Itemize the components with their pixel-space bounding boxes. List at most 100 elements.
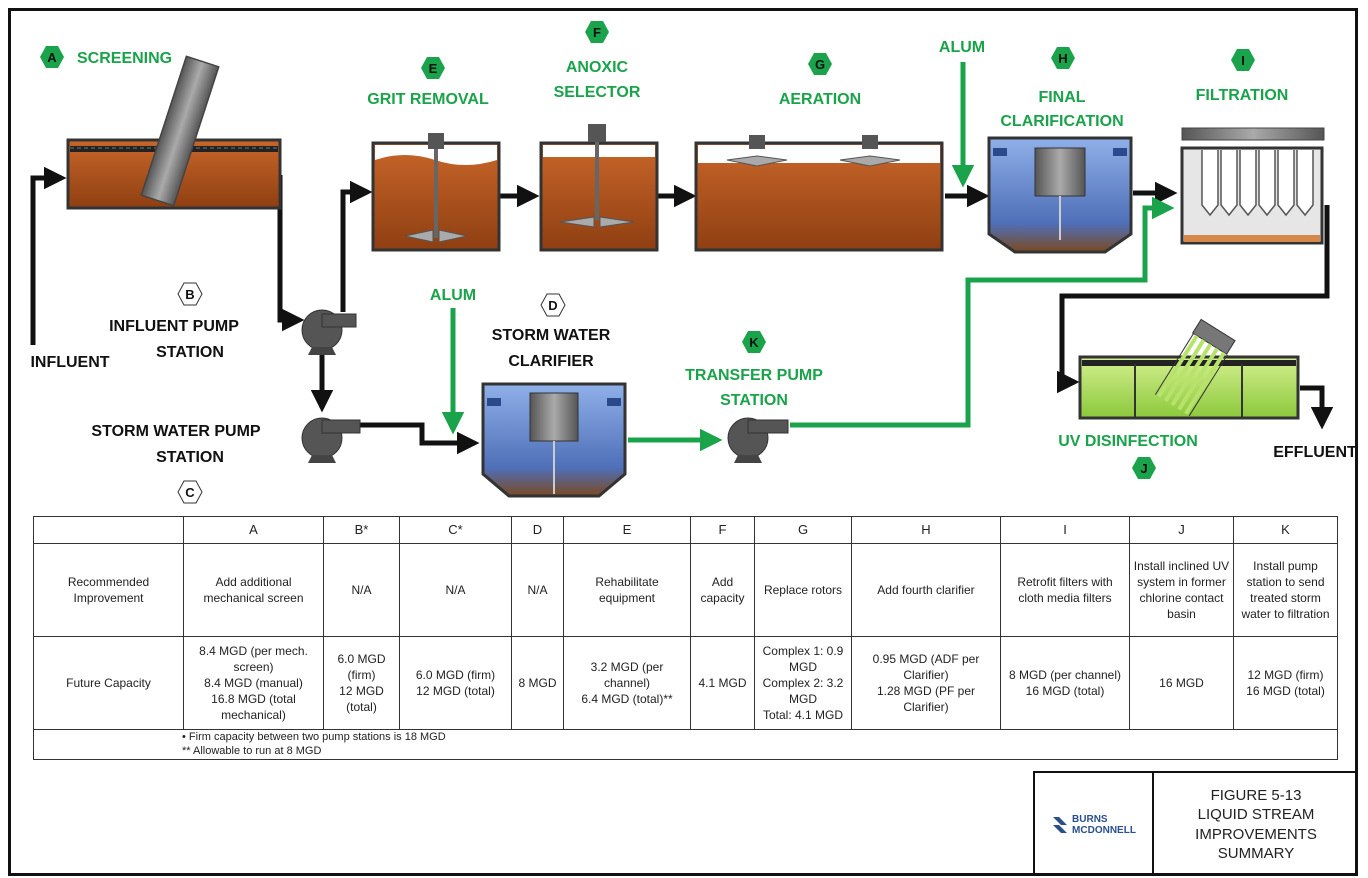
capacity-line: 8 MGD (per channel)	[1008, 667, 1122, 682]
improvement-cell: Add additional mechanical screen	[183, 543, 324, 637]
label-alum-top: ALUM	[939, 39, 985, 56]
badge-a: A	[40, 46, 64, 68]
improvement-cell: Rehabilitate equipment	[563, 543, 691, 637]
transfer-pump-to-filter-line	[790, 196, 1175, 428]
table-header-e: E	[563, 516, 691, 544]
table-header-d: D	[511, 516, 564, 544]
stage-labels: SCREENING INFLUENT PUMP STATION STORM WA…	[30, 39, 1357, 466]
table-notes: • Firm capacity between two pump station…	[33, 729, 1338, 760]
label-transfer-pump-2: STATION	[720, 392, 788, 409]
label-grit-removal: GRIT REMOVAL	[367, 91, 489, 108]
figure-frame	[8, 8, 1358, 876]
label-final-clarification-2: CLARIFICATION	[1000, 113, 1123, 130]
capacity-line: 12 MGD (total)	[416, 684, 495, 698]
process-flow-diagram: A B C D E F G H I J K SCREENING INFLUENT…	[30, 21, 1357, 504]
capacity-cell: 3.2 MGD (per channel)6.4 MGD (total)**	[563, 636, 691, 730]
svg-text:E: E	[429, 61, 438, 76]
table-row-notes: • Firm capacity between two pump station…	[33, 729, 1338, 760]
label-anoxic-2: SELECTOR	[554, 84, 641, 101]
capacity-cell: 6.0 MGD (firm)12 MGD (total)	[323, 636, 400, 730]
note-allowable: ** Allowable to run at 8 MGD	[182, 745, 322, 758]
capacity-line: 12 MGD (firm)	[1247, 667, 1324, 682]
svg-text:J: J	[1140, 461, 1147, 476]
svg-text:H: H	[1058, 51, 1067, 66]
title-block: BURNS MCDONNELL FIGURE 5-13 LIQUID STREA…	[1033, 771, 1358, 876]
table-header-i: I	[1000, 516, 1130, 544]
improvement-cell: Replace rotors	[754, 543, 852, 637]
grit-removal-unit	[371, 133, 501, 252]
filtration-unit	[1180, 127, 1325, 245]
burns-mcdonnell-logo: BURNS MCDONNELL	[1051, 814, 1136, 836]
label-influent: INFLUENT	[30, 354, 109, 371]
improvement-cell: Install pump station to send treated sto…	[1233, 543, 1338, 637]
badge-d: D	[540, 293, 566, 317]
svg-text:G: G	[815, 57, 825, 72]
capacity-cell: 4.1 MGD	[690, 636, 755, 730]
capacity-cell: 12 MGD (firm) 16 MGD (total)	[1233, 636, 1338, 730]
improvement-cell: N/A	[511, 543, 564, 637]
badge-i: I	[1231, 49, 1255, 71]
label-storm-pump-2: STATION	[156, 449, 224, 466]
table-header-g: G	[754, 516, 852, 544]
svg-text:K: K	[749, 335, 759, 350]
logo-text-1: BURNS	[1072, 813, 1108, 825]
table-header-c: C*	[399, 516, 512, 544]
filter-to-uv-line	[1057, 205, 1330, 394]
influent-pump-icon	[301, 309, 357, 355]
capacity-line: 6.4 MGD (total)**	[581, 692, 673, 707]
capacity-cell: 8 MGD (per channel) 16 MGD (total)	[1000, 636, 1130, 730]
badge-c: C	[177, 480, 203, 504]
figure-title-line-2: IMPROVEMENTS	[1195, 825, 1317, 843]
capacity-line: 16 MGD	[1159, 675, 1204, 690]
label-final-clarification-1: FINAL	[1038, 89, 1085, 106]
badge-g: G	[808, 53, 832, 75]
svg-text:I: I	[1241, 53, 1245, 68]
capacity-line: 8.4 MGD (manual)	[204, 675, 303, 690]
storm-pump-to-clarifier-line	[360, 422, 480, 455]
badge-b: B	[177, 282, 203, 306]
capacity-line: 0.95 MGD (ADF per Clarifier)	[872, 651, 980, 682]
screening-unit	[66, 55, 282, 210]
figure-number: FIGURE 5-13	[1210, 786, 1302, 804]
table-header-k: K	[1233, 516, 1338, 544]
table-header-blank	[33, 516, 184, 544]
capacity-line: 1.28 MGD (PF per Clarifier)	[876, 684, 976, 715]
label-storm-clarifier-2: CLARIFIER	[508, 353, 594, 370]
label-filtration: FILTRATION	[1196, 87, 1289, 104]
label-influent-pump-2: STATION	[156, 344, 224, 361]
capacity-line: 6.0 MGD (firm)	[337, 651, 386, 682]
capacity-line: Complex 2: 3.2 MGD	[762, 675, 844, 707]
note-firm-capacity: • Firm capacity between two pump station…	[182, 731, 446, 743]
improvement-cell: Add fourth clarifier	[851, 543, 1001, 637]
label-aeration: AERATION	[779, 91, 861, 108]
uv-disinfection-unit	[1078, 318, 1300, 420]
label-uv-disinfection: UV DISINFECTION	[1058, 433, 1198, 450]
badge-e: E	[421, 57, 445, 79]
pump-to-grit-line	[340, 180, 373, 312]
storm-water-clarifier-unit	[481, 382, 627, 498]
transfer-pump-icon	[727, 417, 789, 463]
capacity-line: 4.1 MGD	[698, 675, 747, 690]
badge-h: H	[1051, 47, 1075, 69]
capacity-line: 8 MGD	[518, 675, 557, 690]
capacity-cell: 8.4 MGD (per mech. screen)8.4 MGD (manua…	[183, 636, 324, 730]
improvement-cell: N/A	[399, 543, 512, 637]
label-storm-clarifier-1: STORM WATER	[492, 327, 611, 344]
label-screening: SCREENING	[77, 50, 172, 67]
improvement-cell: N/A	[323, 543, 400, 637]
label-storm-pump-1: STORM WATER PUMP	[91, 423, 261, 440]
label-influent-pump-1: INFLUENT PUMP	[109, 318, 239, 335]
capacity-line: 6.0 MGD (firm)	[415, 667, 496, 682]
green-flow-lines	[441, 62, 1175, 452]
capacity-line: 16 MGD (total)	[1246, 684, 1325, 698]
storm-water-pump-icon	[301, 417, 361, 463]
logo-mark-icon	[1053, 816, 1068, 833]
label-alum-storm: ALUM	[430, 287, 476, 304]
capacity-line: 16 MGD (total)	[1025, 684, 1105, 698]
svg-text:B: B	[185, 287, 194, 302]
final-clarifier-unit	[987, 136, 1133, 254]
influent-line	[30, 166, 67, 345]
capacity-cell: 8 MGD	[511, 636, 564, 730]
